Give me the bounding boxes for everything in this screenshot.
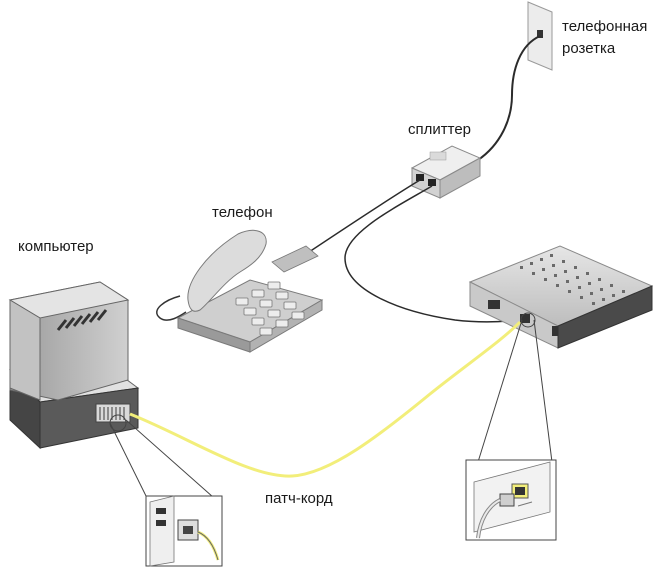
label-computer: компьютер [18,238,94,255]
keypad [235,281,305,336]
label-phone-socket-line2: розетка [562,40,616,57]
telephone [156,229,324,353]
line-cable-splitter-to-modem [344,185,521,323]
zoom-line-computer-2 [125,419,223,506]
computer [8,281,140,450]
label-phone-socket-line1: телефонная [562,18,648,35]
zoom-line-modem-2 [533,319,553,463]
zoom-line-computer-1 [109,422,149,501]
line-cable-socket-to-splitter [477,35,541,161]
modem [468,245,654,349]
label-phone: телефон [212,204,273,221]
line-cable-splitter-to-phone [299,179,421,259]
splitter-device [410,145,482,199]
patch-cord-cable [129,320,522,478]
label-patch-cord: патч-корд [265,490,333,507]
monitor-vents [56,309,108,331]
computer-port-inset [145,495,223,567]
modem-port-inset [465,459,557,541]
modem-vents [520,254,625,305]
zoom-line-modem-1 [477,319,523,463]
label-splitter: сплиттер [408,121,472,138]
